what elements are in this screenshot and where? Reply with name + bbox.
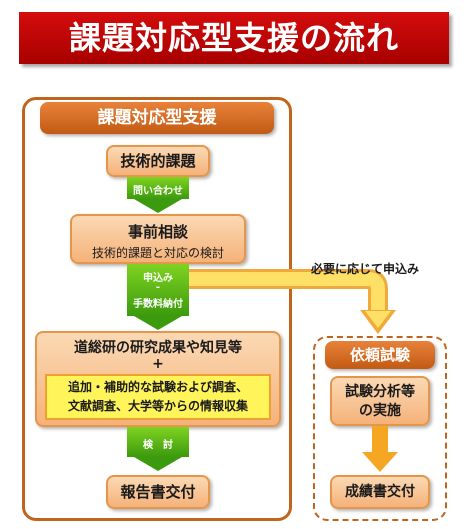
research-results-plus: + (152, 356, 164, 372)
arrow-application-label-3: 手数料納付 (133, 299, 183, 310)
additional-research-box: 追加・補助的な試験および調査、 文献調査、大学等からの情報収集 (45, 374, 271, 420)
right-panel-header: 依頼試験 (325, 341, 435, 369)
page-title: 課題対応型支援の流れ (19, 12, 449, 64)
pre-consultation-sub: 技術的課題と対応の検討 (91, 246, 224, 260)
arrow-review-label: 検 討 (143, 440, 173, 451)
additional-research-line-1: 追加・補助的な試験および調査、 (67, 380, 248, 394)
arrow-review: 検 討 (127, 427, 189, 457)
box-technical-issue: 技術的課題 (106, 145, 210, 177)
box-certificate-delivery: 成績書交付 (330, 475, 430, 509)
box-test-analysis: 試験分析等 の実施 (330, 376, 430, 426)
left-panel-header: 課題対応型支援 (40, 102, 274, 134)
connector-label: 必要に応じて申込み (311, 262, 420, 276)
arrow-inquiry: 問い合わせ (127, 177, 189, 199)
arrow-inquiry-label: 問い合わせ (133, 186, 183, 197)
arrow-right-down (362, 426, 398, 472)
box-report-delivery: 報告書交付 (106, 475, 210, 509)
arrow-application-label-1: 申込み (143, 273, 173, 284)
additional-research-line-2: 文献調査、大学等からの情報収集 (67, 399, 248, 413)
test-analysis-line-1: 試験分析等 (345, 384, 415, 400)
arrow-application-label-2: - (155, 282, 161, 293)
test-analysis-line-2: の実施 (359, 403, 401, 419)
research-results-title: 道総研の研究成果や知見等 (74, 340, 242, 356)
box-pre-consultation: 事前相談 技術的課題と対応の検討 (70, 214, 246, 264)
arrow-application: 申込み - 手数料納付 (127, 264, 189, 316)
pre-consultation-title: 事前相談 (127, 223, 188, 241)
